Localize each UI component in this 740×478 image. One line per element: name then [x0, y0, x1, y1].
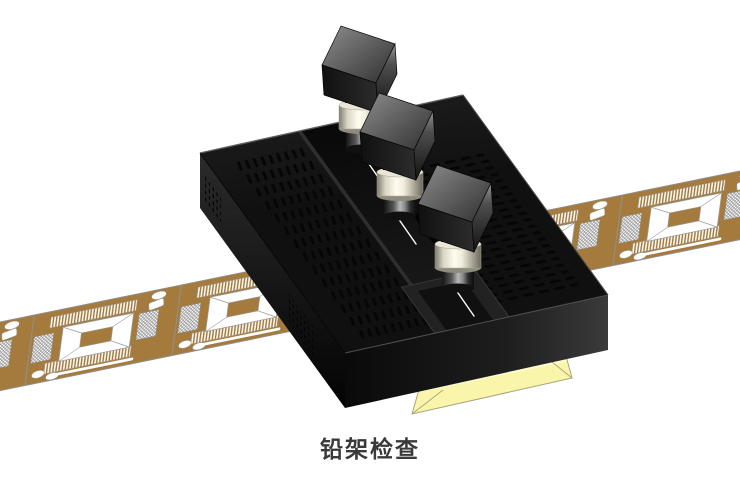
figure-caption: 铅架检查	[0, 430, 740, 464]
vent-grid-side	[203, 173, 222, 227]
channel-wall-left	[297, 130, 447, 332]
backlight-fold-lines	[411, 361, 573, 415]
machine-front-face	[345, 295, 608, 408]
machine-edge-highlight	[199, 94, 464, 154]
channel-platform-slot	[417, 280, 494, 331]
vent-grid-left	[229, 143, 433, 340]
machine-edge	[199, 152, 346, 354]
figure-caption-text: 铅架检查	[320, 437, 420, 462]
machine-edge	[462, 94, 609, 296]
machine-edge	[344, 294, 609, 354]
vent-grid-side	[286, 290, 314, 357]
